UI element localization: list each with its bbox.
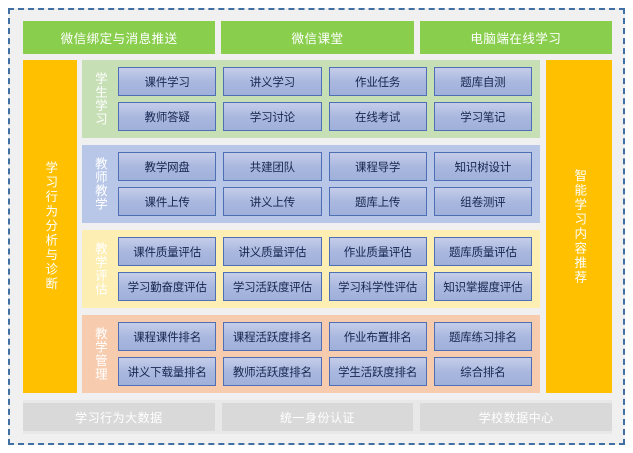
tile-knowledge-tree-design[interactable]: 知识树设计 [433,152,532,181]
tile-courseware-study[interactable]: 课件学习 [118,67,217,96]
section-student-learning: 学生学习 课件学习 讲义学习 作业任务 题库自测 教师答疑 学习讨论 在线考试 … [82,60,540,138]
pillar-learning-behavior-analysis[interactable]: 学习行为分析与诊断 [23,60,77,393]
tile-study-discussion[interactable]: 学习讨论 [223,102,322,131]
tile-course-activity-ranking[interactable]: 课程活跃度排名 [223,322,322,351]
tile-comprehensive-ranking[interactable]: 综合排名 [433,357,532,386]
top-channel-pc-online-learning[interactable]: 电脑端在线学习 [419,21,612,54]
tile-question-bank-quality-eval[interactable]: 题库质量评估 [433,237,532,266]
tile-co-build-team[interactable]: 共建团队 [223,152,322,181]
section-teacher-teaching: 教师教学 教学网盘 共建团队 课程导学 知识树设计 课件上传 讲义上传 题库上传… [82,145,540,223]
tile-question-practice-ranking[interactable]: 题库练习排名 [433,322,532,351]
foundation-label: 学校数据中心 [478,410,554,425]
tile-question-self-test[interactable]: 题库自测 [433,67,532,96]
tile-online-exam[interactable]: 在线考试 [328,102,427,131]
tile-lecture-download-ranking[interactable]: 讲义下载量排名 [118,357,217,386]
foundation-school-data-center[interactable]: 学校数据中心 [420,403,613,431]
tile-homework-quality-eval[interactable]: 作业质量评估 [328,237,427,266]
top-channel-label: 微信绑定与消息推送 [60,32,178,46]
tile-lecture-upload[interactable]: 讲义上传 [223,187,322,216]
section-teaching-management: 教学管理 课程课件排名 课程活跃度排名 作业布置排名 题库练习排名 讲义下载量排… [82,315,540,393]
tile-teaching-cloud-disk[interactable]: 教学网盘 [118,152,217,181]
tile-homework-assignment-ranking[interactable]: 作业布置排名 [328,322,427,351]
top-channel-wechat-binding[interactable]: 微信绑定与消息推送 [23,21,216,54]
section-teaching-evaluation: 教学评估 课件质量评估 讲义质量评估 作业质量评估 题库质量评估 学习勤奋度评估… [82,230,540,308]
pillar-intelligent-content-recommendation[interactable]: 智能学习内容推荐 [546,60,612,393]
section-label-teacher-teaching: 教师教学 [92,157,107,211]
tile-student-activity-ranking[interactable]: 学生活跃度排名 [328,357,427,386]
foundation-label: 学习行为大数据 [75,410,163,425]
tile-teacher-activity-ranking[interactable]: 教师活跃度排名 [223,357,322,386]
section-grid-student-learning: 课件学习 讲义学习 作业任务 题库自测 教师答疑 学习讨论 在线考试 学习笔记 [114,64,534,134]
tile-course-guidance[interactable]: 课程导学 [328,152,427,181]
bottom-foundation-row: 学习行为大数据 统一身份认证 学校数据中心 [23,403,613,431]
section-stack: 学生学习 课件学习 讲义学习 作业任务 题库自测 教师答疑 学习讨论 在线考试 … [82,60,540,393]
tile-paper-assembly-assessment[interactable]: 组卷测评 [433,187,532,216]
section-grid-teaching-evaluation: 课件质量评估 讲义质量评估 作业质量评估 题库质量评估 学习勤奋度评估 学习活跃… [114,234,534,304]
section-label-teaching-evaluation: 教学评估 [92,242,107,296]
tile-lecture-quality-eval[interactable]: 讲义质量评估 [223,237,322,266]
tile-lecture-study[interactable]: 讲义学习 [223,67,322,96]
tile-knowledge-mastery-eval[interactable]: 知识掌握度评估 [433,272,532,301]
pillar-label: 智能学习内容推荐 [572,168,587,285]
tile-study-notes[interactable]: 学习笔记 [433,102,532,131]
foundation-learning-behavior-bigdata[interactable]: 学习行为大数据 [23,403,215,431]
section-label-student-learning: 学生学习 [92,72,107,126]
tile-study-activity-eval[interactable]: 学习活跃度评估 [223,272,322,301]
pillar-label: 学习行为分析与诊断 [43,161,58,292]
foundation-unified-identity-auth[interactable]: 统一身份认证 [221,403,414,431]
tile-teacher-qa[interactable]: 教师答疑 [118,102,217,131]
top-channel-label: 微信课堂 [291,32,344,46]
tile-courseware-upload[interactable]: 课件上传 [118,187,217,216]
section-label-teaching-management: 教学管理 [92,327,107,381]
diagram-canvas: 微信绑定与消息推送 微信课堂 电脑端在线学习 学习行为分析与诊断 智能学习内容推… [8,8,625,445]
section-grid-teaching-management: 课程课件排名 课程活跃度排名 作业布置排名 题库练习排名 讲义下载量排名 教师活… [114,319,534,389]
tile-homework-task[interactable]: 作业任务 [328,67,427,96]
tile-study-diligence-eval[interactable]: 学习勤奋度评估 [118,272,217,301]
section-grid-teacher-teaching: 教学网盘 共建团队 课程导学 知识树设计 课件上传 讲义上传 题库上传 组卷测评 [114,149,534,219]
tile-question-bank-upload[interactable]: 题库上传 [328,187,427,216]
top-channel-label: 电脑端在线学习 [470,32,562,46]
top-channel-row: 微信绑定与消息推送 微信课堂 电脑端在线学习 [23,21,612,54]
tile-study-scientificity-eval[interactable]: 学习科学性评估 [328,272,427,301]
tile-course-courseware-ranking[interactable]: 课程课件排名 [118,322,217,351]
foundation-label: 统一身份认证 [280,410,356,425]
top-channel-wechat-classroom[interactable]: 微信课堂 [221,21,414,54]
tile-courseware-quality-eval[interactable]: 课件质量评估 [118,237,217,266]
